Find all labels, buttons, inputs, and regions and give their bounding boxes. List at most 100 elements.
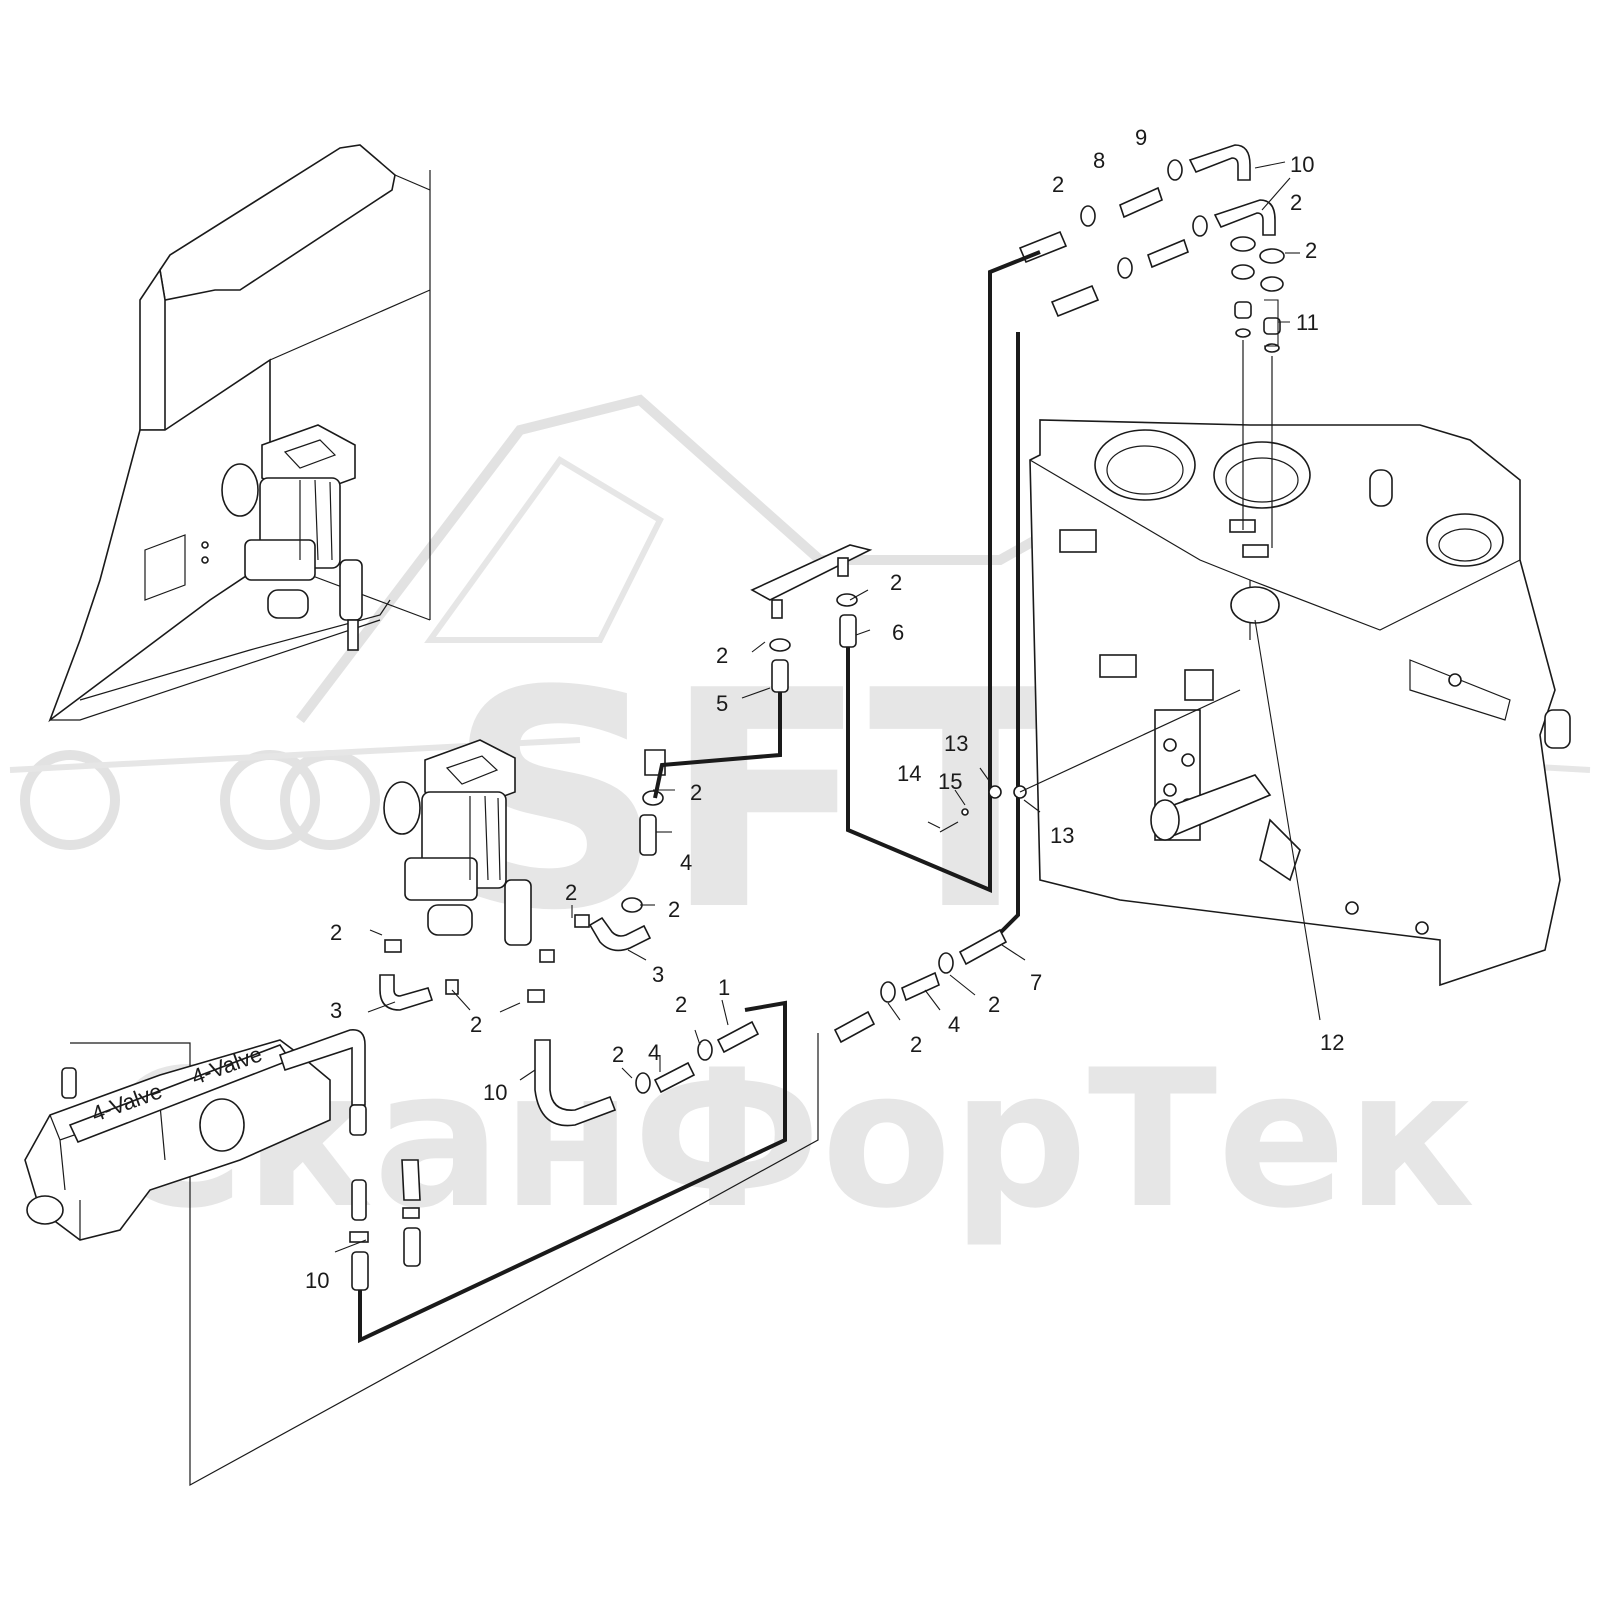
hose-clamp [880, 981, 896, 1003]
hose-clamp [349, 1231, 369, 1243]
cab-panel-cutout [144, 534, 186, 601]
hose-line-return [70, 1033, 819, 1487]
heater-side-port [221, 463, 259, 517]
hose-clamp [445, 979, 459, 995]
heater-wiring [299, 479, 333, 561]
heater-hose-left [379, 974, 434, 1011]
hose-connector [901, 971, 940, 1002]
hose-clamp [574, 914, 590, 928]
heater-pump-outlet [347, 619, 359, 651]
hose-end [771, 659, 789, 693]
hose-clamp [527, 989, 545, 1003]
cab-heater-unit [221, 424, 363, 651]
fitting-center-lines [1242, 340, 1273, 548]
hose-line-7 [993, 332, 1020, 940]
suction-pipe-end [1150, 799, 1180, 841]
tank-fitting-base [1242, 544, 1269, 558]
tank-fitting-washer [1264, 343, 1280, 353]
tank-lifting-eye [1544, 709, 1571, 749]
tank-port-large-inner [1106, 445, 1184, 495]
cab-panel-assembly [48, 144, 431, 723]
cab-side-panel [48, 358, 271, 723]
hose-line-1 [358, 1000, 787, 1344]
bracket-stud [771, 599, 783, 619]
watermark: SFT СканФорТек [9, 394, 1591, 1250]
callout-13: 13 [1050, 823, 1074, 848]
top-fitting-group [1018, 144, 1285, 548]
callout-5: 5 [716, 691, 728, 716]
cab-frame-lines [269, 170, 431, 621]
tank-fitting-nut [1231, 264, 1255, 280]
heater-base [404, 857, 478, 901]
hose-clamp [836, 593, 858, 607]
hose-connector [639, 814, 657, 856]
hose-end [351, 1251, 369, 1291]
callout-10: 10 [1290, 152, 1314, 177]
heater-wiring [469, 795, 501, 881]
hose-clamp [1080, 205, 1096, 227]
hose-end [403, 1227, 421, 1267]
callout-2: 2 [675, 992, 687, 1017]
grommet-center-line [1019, 689, 1241, 793]
tank-port-large [1094, 429, 1196, 501]
elbow-hose [1188, 144, 1251, 181]
hose-end [839, 614, 857, 648]
top-bracket-group [750, 544, 873, 693]
valve-block-port [1163, 738, 1177, 752]
lower-middle-fittings [635, 1020, 760, 1094]
callout-3: 3 [330, 998, 342, 1023]
grommet [988, 785, 1002, 799]
callout-2: 2 [988, 992, 1000, 1017]
hose-clamp [384, 939, 402, 953]
callout-14: 14 [897, 761, 921, 786]
watermark-company: СканФорТек [105, 1029, 1475, 1250]
callout-1: 1 [718, 975, 730, 1000]
hose-end [716, 1020, 760, 1054]
callout-10: 10 [483, 1080, 507, 1105]
tank-breather [1369, 469, 1393, 507]
bracket-stud [837, 557, 849, 577]
hose-clamp [635, 1072, 651, 1094]
cab-rear-pillar [139, 267, 166, 431]
heater-return-hose [534, 1039, 617, 1127]
callout-3: 3 [652, 962, 664, 987]
engine-outlet-port [26, 1195, 64, 1225]
tank-fitting-clamp [1259, 248, 1285, 264]
callout-11: 11 [1296, 310, 1319, 335]
tank-bolt [1415, 921, 1429, 935]
tank-bracket [1059, 529, 1097, 553]
screw [939, 821, 959, 833]
callout-12: 12 [1320, 1030, 1344, 1055]
callout-9: 9 [1135, 125, 1147, 150]
hose-line-5 [653, 692, 782, 799]
hose-line-6 [846, 250, 1041, 894]
tank-fitting-washer [1235, 328, 1251, 338]
heater-side-port [383, 781, 421, 835]
hose-clamp [769, 638, 791, 652]
callout-4: 4 [948, 1012, 960, 1037]
tank-frame-assembly [1029, 419, 1571, 987]
heater-pump [339, 559, 363, 621]
hose-connector [351, 1179, 367, 1221]
valve-block-port [1181, 753, 1195, 767]
tank-fitting-sleeve [1263, 317, 1281, 335]
cab-roof-panel [159, 144, 396, 301]
tank-port-large [1213, 441, 1311, 509]
leader-lines [334, 161, 1321, 1253]
cab-bolt [201, 556, 209, 564]
hose-end [958, 928, 1008, 966]
coolant-pipe-end [349, 1104, 367, 1136]
heater-logo-plate [445, 755, 499, 785]
hose-clamp [1117, 257, 1133, 279]
callout-2: 2 [565, 880, 577, 905]
hose-end [833, 1010, 876, 1044]
tee-fitting [401, 1159, 421, 1201]
tank-frame-body [1029, 419, 1561, 987]
hose-lines [70, 250, 1041, 1487]
tank-port-small-inner [1438, 528, 1492, 562]
hose-clamp [1167, 159, 1183, 181]
callout-2: 2 [1052, 172, 1064, 197]
cab-floor-edge [50, 599, 391, 721]
callout-2: 2 [330, 920, 342, 945]
